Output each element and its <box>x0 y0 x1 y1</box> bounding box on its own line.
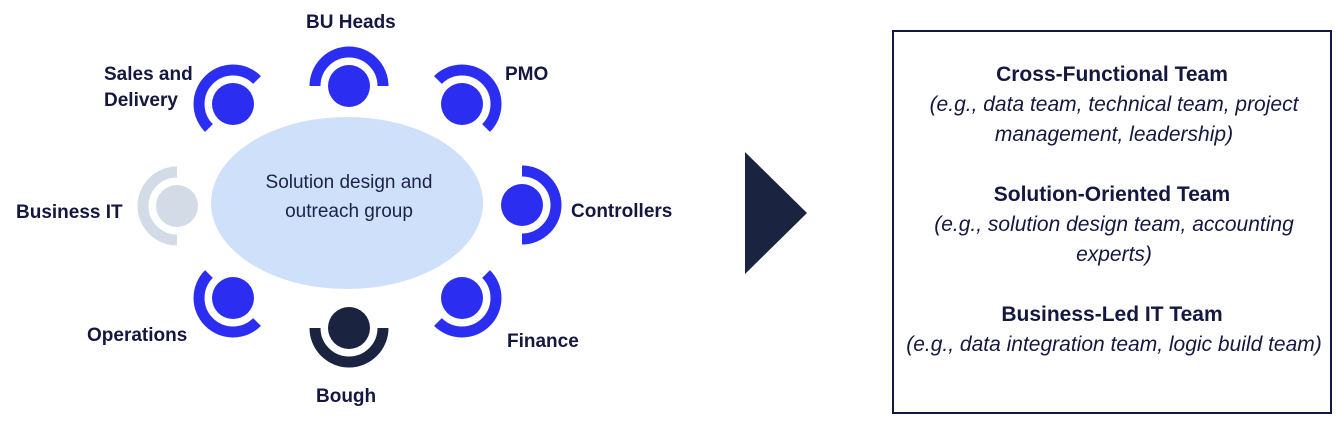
table-ellipse <box>211 117 483 289</box>
seat-label-controllers: Controllers <box>571 201 673 222</box>
seat-head-sales-delivery <box>212 83 254 125</box>
seat-label-bough: Bough <box>316 386 377 407</box>
seat-shoulders-business-it <box>137 166 178 246</box>
seat-shoulders-sales-delivery <box>193 64 261 132</box>
seat-label-business-it: Business IT <box>16 202 123 223</box>
seat-label-sales-delivery-line-2: Delivery <box>104 90 178 111</box>
seat-label-operations: Operations <box>87 325 188 346</box>
seat-finance <box>434 270 502 338</box>
round-table-diagram <box>137 46 562 368</box>
seat-head-bough <box>328 307 370 349</box>
seat-label-pmo: PMO <box>505 64 549 85</box>
seat-shoulders-controllers <box>521 165 562 245</box>
team-title-business-led-it: Business-Led IT Team <box>1001 303 1223 326</box>
teams-box: Cross-Functional Team (e.g., data team, … <box>892 30 1332 414</box>
seat-operations <box>193 270 261 338</box>
seat-shoulders-finance <box>434 270 502 338</box>
team-desc-solution-oriented: (e.g., solution design team, accounting … <box>934 213 1294 266</box>
seat-label-finance: Finance <box>507 331 579 352</box>
seat-shoulders-bough <box>309 327 389 368</box>
seat-head-business-it <box>156 185 198 227</box>
seat-bu-heads <box>309 46 389 107</box>
seat-head-operations <box>212 277 254 319</box>
seat-label-sales-delivery: Sales and Delivery <box>104 62 193 114</box>
table-label: Solution design and outreach group <box>265 172 433 222</box>
seat-sales-delivery <box>193 64 261 132</box>
seat-label-bu-heads: BU Heads <box>306 12 396 33</box>
seat-business-it <box>137 166 198 246</box>
seat-controllers <box>501 165 562 245</box>
arrow-right-icon <box>745 152 807 274</box>
seat-head-controllers <box>501 184 543 226</box>
seat-head-finance <box>441 277 483 319</box>
seat-head-pmo <box>441 83 483 125</box>
seat-shoulders-bu-heads <box>309 46 389 87</box>
seat-bough <box>309 307 389 368</box>
team-desc-cross-functional: (e.g., data team, technical team, projec… <box>929 93 1299 146</box>
team-title-cross-functional: Cross-Functional Team <box>996 63 1228 86</box>
seat-shoulders-pmo <box>434 64 502 132</box>
seat-shoulders-operations <box>193 270 261 338</box>
team-desc-business-led-it: (e.g., data integration team, logic buil… <box>906 333 1322 356</box>
seat-head-bu-heads <box>328 65 370 107</box>
seat-label-sales-delivery-line-1: Sales and <box>104 64 193 85</box>
seat-pmo <box>434 64 502 132</box>
team-title-solution-oriented: Solution-Oriented Team <box>993 183 1231 206</box>
